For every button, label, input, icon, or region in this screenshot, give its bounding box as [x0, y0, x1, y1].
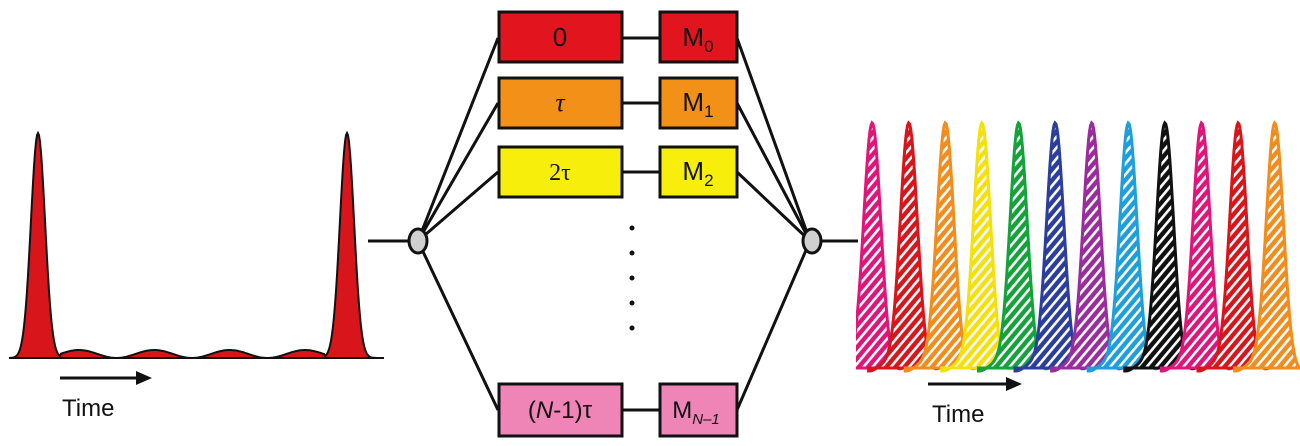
vertical-ellipsis: [629, 225, 635, 331]
delay-line-1: τ M1: [497, 76, 739, 130]
delay-box-2: [497, 145, 624, 199]
delay-to-modulator-connectors: [622, 36, 660, 412]
beam-combiner-node: [801, 227, 823, 255]
modulator-label-1: M1: [682, 87, 713, 121]
output-time-label: Time: [932, 401, 984, 428]
modulator-label-0: M0: [682, 22, 713, 56]
delay-box-n-1: [497, 382, 624, 438]
modulator-box-0: [658, 10, 739, 64]
input-pulse-waveform: [9, 130, 384, 359]
modulator-box-2: [658, 145, 739, 199]
delay-label-2: 2τ: [549, 160, 571, 186]
output-pulse-train: [856, 120, 1300, 373]
modulator-box-n-1: [658, 382, 739, 438]
delay-line-0: 0 M0: [497, 10, 739, 64]
input-pulse-plot: Time: [9, 130, 384, 422]
delay-box-1: [497, 76, 624, 130]
right-fanin-lines: [735, 37, 858, 411]
output-time-axis-arrow: [928, 377, 1022, 391]
beam-splitter-node: [407, 227, 429, 255]
input-time-axis-arrow: [60, 371, 152, 385]
output-pulse-plot: Time: [856, 120, 1300, 428]
left-fanout-lines: [368, 37, 500, 411]
modulator-label-n-1: MN–1: [672, 397, 720, 428]
input-time-label: Time: [62, 395, 114, 422]
delay-label-1: τ: [555, 88, 566, 117]
modulator-label-2: M2: [682, 156, 713, 190]
delay-label-n-1: (N-1)τ: [528, 397, 593, 424]
delay-box-0: [497, 10, 624, 64]
delay-line-2: 2τ M2: [497, 145, 739, 199]
delay-line-n-1: (N-1)τ MN–1: [497, 382, 739, 438]
modulator-box-1: [658, 76, 739, 130]
output-pulse-11: [1233, 120, 1300, 373]
delay-label-0: 0: [553, 22, 567, 52]
